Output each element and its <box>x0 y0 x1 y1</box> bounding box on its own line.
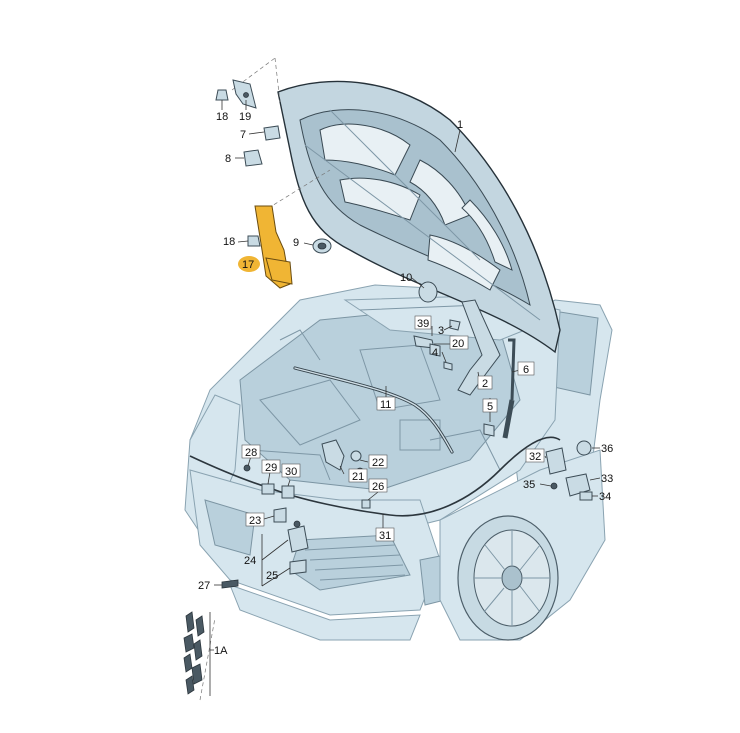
part-26-clip <box>361 499 371 509</box>
svg-text:21: 21 <box>352 471 364 483</box>
callout-4: 4 <box>432 347 438 359</box>
callout-22: 22 <box>368 454 388 469</box>
part-24-latch <box>287 525 309 553</box>
callout-25: 25 <box>266 570 278 582</box>
callout-30: 30 <box>281 463 301 478</box>
callout-39: 39 <box>414 315 432 330</box>
part-28-fastener <box>243 464 251 472</box>
svg-text:30: 30 <box>285 466 297 478</box>
front-wheel <box>457 515 559 641</box>
svg-text:29: 29 <box>265 462 277 474</box>
callout-11: 11 <box>376 396 396 411</box>
callout-18-top: 18 <box>216 111 228 123</box>
svg-text:2: 2 <box>482 378 488 390</box>
hood-panel <box>277 80 561 354</box>
callout-19: 19 <box>239 111 251 123</box>
callout-17-highlighted: 17 <box>238 256 260 272</box>
callout-5: 5 <box>482 398 498 413</box>
svg-text:11: 11 <box>380 399 391 411</box>
callout-35: 35 <box>523 479 535 491</box>
part-5-bolt <box>483 423 495 437</box>
svg-text:20: 20 <box>452 338 464 350</box>
callout-3: 3 <box>438 325 444 337</box>
svg-text:26: 26 <box>372 481 384 493</box>
part-34-bolt <box>579 491 593 501</box>
callout-34: 34 <box>599 491 611 503</box>
callout-20: 20 <box>449 335 469 350</box>
callout-1a: 1A <box>214 645 228 657</box>
part-1a-fastener-set <box>183 611 205 695</box>
part-23-cover <box>273 507 287 523</box>
part-25-bracket <box>289 559 307 575</box>
part-7-bolt <box>263 125 281 141</box>
callout-18-lower: 18 <box>223 236 235 248</box>
part-18-clip-top <box>215 89 229 101</box>
part-27-bolt <box>221 579 239 589</box>
callout-7: 7 <box>240 129 246 141</box>
part-29-connector <box>261 483 275 495</box>
part-31-release-cable <box>189 436 561 517</box>
svg-text:32: 32 <box>529 451 541 463</box>
leader-lines <box>209 100 601 696</box>
svg-text:17: 17 <box>242 259 254 271</box>
callout-21: 21 <box>348 468 368 483</box>
callout-6: 6 <box>517 361 535 376</box>
callout-27: 27 <box>198 580 210 592</box>
part-22-grommet <box>350 450 362 462</box>
callout-labels: 1 18 19 7 8 9 18 17 10 39 3 20 4 2 6 <box>198 111 613 657</box>
svg-text:22: 22 <box>372 457 384 469</box>
svg-text:39: 39 <box>417 318 429 330</box>
svg-text:5: 5 <box>487 401 493 413</box>
callout-8: 8 <box>225 153 231 165</box>
callout-33: 33 <box>601 473 613 485</box>
callout-36: 36 <box>601 443 613 455</box>
part-18-clip-lower <box>247 235 261 247</box>
callout-32: 32 <box>525 448 545 463</box>
callout-23: 23 <box>245 512 265 527</box>
part-6-gas-strut <box>508 338 516 401</box>
callout-10: 10 <box>400 272 412 284</box>
callout-24: 24 <box>244 555 256 567</box>
part-21-bracket <box>321 439 345 471</box>
part-10-cap <box>418 281 438 303</box>
callout-9: 9 <box>293 237 299 249</box>
part-30-clip <box>281 485 295 499</box>
callout-2: 2 <box>477 375 493 390</box>
part-36-cap <box>576 440 592 456</box>
svg-text:31: 31 <box>379 530 391 542</box>
part-35-screw <box>550 482 558 490</box>
callout-29: 29 <box>261 459 281 474</box>
svg-text:23: 23 <box>249 515 261 527</box>
part-8-buffer <box>243 149 263 167</box>
callout-28: 28 <box>241 444 261 459</box>
svg-text:6: 6 <box>523 364 529 376</box>
part-4-screw <box>443 361 453 371</box>
callout-26: 26 <box>368 478 388 493</box>
callout-31: 31 <box>375 527 395 542</box>
part-33-lock-module <box>565 473 591 497</box>
part-32-lock <box>545 447 567 475</box>
callout-1: 1 <box>457 119 463 131</box>
part-20-lever <box>429 343 441 357</box>
part-3-clip <box>449 319 461 331</box>
svg-text:28: 28 <box>245 447 257 459</box>
